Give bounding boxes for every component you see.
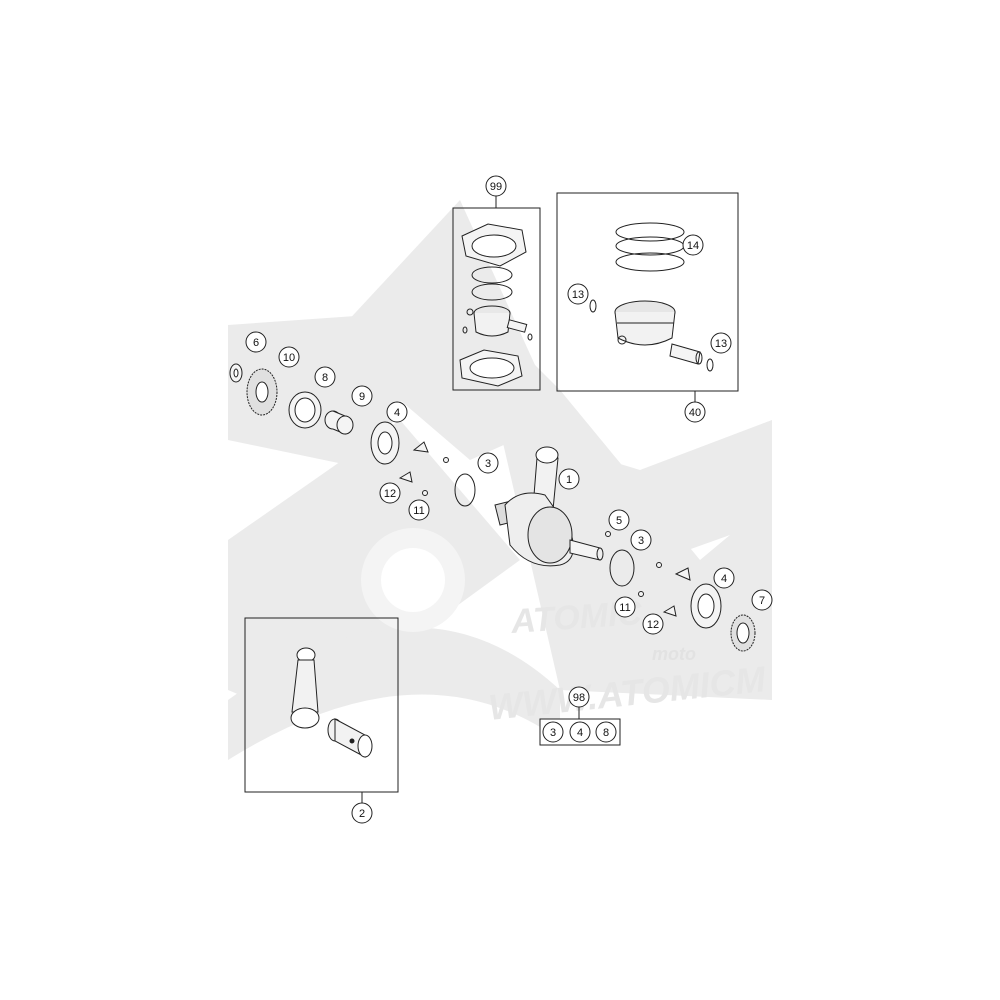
svg-text:1: 1 — [566, 474, 572, 486]
callout-3-left: 3 — [477, 452, 499, 474]
callout-5: 5 — [608, 509, 630, 531]
callout-40: 40 — [684, 401, 706, 423]
svg-text:98: 98 — [573, 692, 585, 704]
right-shaft-parts — [605, 531, 756, 652]
callout-3-right: 3 — [630, 529, 652, 551]
callout-10: 10 — [278, 346, 300, 368]
svg-text:3: 3 — [485, 458, 491, 470]
conrod-kit-parts — [290, 647, 373, 758]
svg-text:12: 12 — [384, 488, 396, 500]
svg-text:2: 2 — [359, 808, 365, 820]
callout-7: 7 — [751, 589, 773, 611]
svg-text:6: 6 — [253, 337, 259, 349]
svg-text:8: 8 — [322, 372, 328, 384]
svg-text:5: 5 — [616, 515, 622, 527]
svg-text:10: 10 — [283, 352, 295, 364]
svg-text:3: 3 — [638, 535, 644, 547]
svg-text:3: 3 — [550, 727, 556, 739]
callout-11-left: 11 — [408, 499, 430, 521]
watermark — [228, 200, 772, 760]
svg-text:4: 4 — [721, 573, 727, 585]
svg-text:14: 14 — [687, 240, 699, 252]
callout-12-right: 12 — [642, 613, 664, 635]
callout-4-left: 4 — [386, 401, 408, 423]
callout-13-right: 13 — [710, 332, 732, 354]
callout-6: 6 — [245, 331, 267, 353]
gasket-set-parts — [459, 223, 533, 387]
callout-12-left: 12 — [379, 482, 401, 504]
watermark-logo-sub: moto — [652, 644, 696, 664]
piston-kit-box — [556, 192, 739, 402]
svg-text:4: 4 — [394, 407, 400, 419]
callout-14: 14 — [682, 234, 704, 256]
kit-98: 98 3 4 8 — [539, 686, 621, 746]
callout-4-right: 4 — [713, 567, 735, 589]
conrod-kit-box — [244, 617, 399, 803]
svg-text:11: 11 — [413, 505, 424, 517]
callout-2: 2 — [351, 802, 373, 824]
svg-text:99: 99 — [490, 181, 502, 193]
piston-kit-parts — [589, 222, 714, 372]
svg-text:11: 11 — [619, 602, 630, 614]
callout-9: 9 — [351, 385, 373, 407]
svg-text:12: 12 — [647, 619, 659, 631]
svg-text:40: 40 — [689, 407, 701, 419]
svg-text:7: 7 — [759, 595, 765, 607]
svg-text:13: 13 — [572, 289, 584, 301]
callout-1: 1 — [558, 468, 580, 490]
svg-text:13: 13 — [715, 338, 727, 350]
gasket-set-box — [452, 196, 541, 391]
svg-text:8: 8 — [603, 727, 609, 739]
left-shaft-parts — [229, 363, 476, 507]
crankshaft-assembly — [494, 446, 604, 567]
svg-text:9: 9 — [359, 391, 365, 403]
callout-13-left: 13 — [567, 283, 589, 305]
callout-11-right: 11 — [614, 596, 636, 618]
callout-99: 99 — [485, 175, 507, 197]
svg-text:4: 4 — [577, 727, 583, 739]
callout-8: 8 — [314, 366, 336, 388]
